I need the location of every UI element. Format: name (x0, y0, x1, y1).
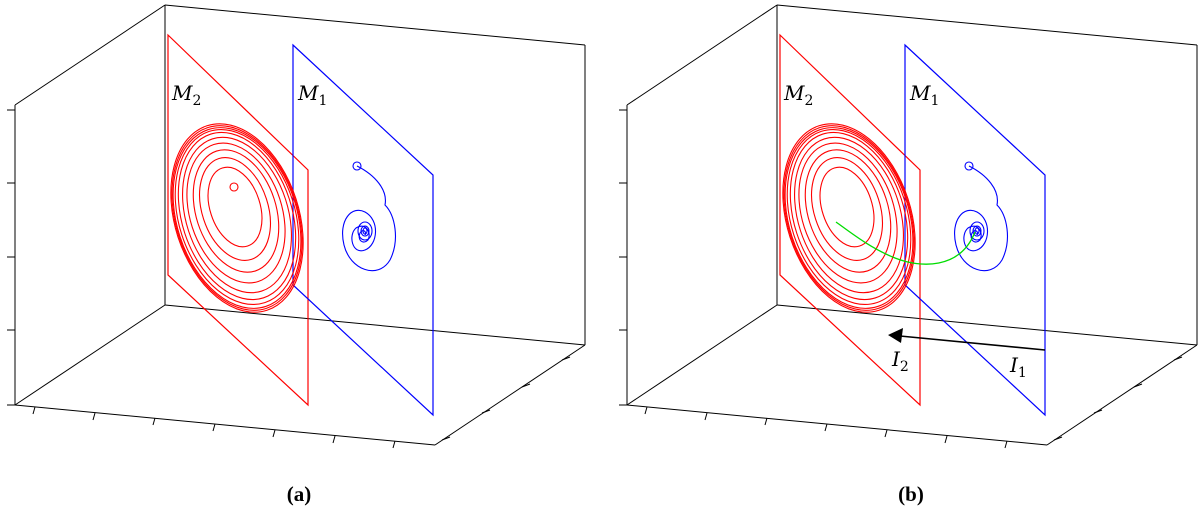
panel-b-blue-spiral (954, 161, 1008, 272)
panel-b-ticks (619, 109, 1183, 449)
panel-a-axes-box (14, 4, 586, 446)
panel-b-caption: (b) (898, 482, 924, 506)
panel-b-transition-curve (835, 221, 976, 265)
panel-b-manifold-2-label: M2 (783, 81, 813, 109)
panel-b-arrow-from-label: I1 (1009, 353, 1027, 381)
panel-b-arrow-to-label: I2 (891, 347, 909, 375)
panel-b-arrow (888, 328, 1046, 351)
panel-a-manifold-1-label: M1 (297, 81, 327, 109)
panel-a-red-spiral (170, 123, 304, 313)
panel-a-manifold-2-plane (167, 33, 309, 407)
panel-a: M2 M1 (a) (7, 4, 586, 506)
panel-b-manifold-1-label: M1 (909, 81, 939, 109)
panel-a-caption: (a) (287, 482, 312, 506)
panel-a-manifold-1-plane (292, 43, 434, 417)
panel-a-blue-spiral (342, 161, 396, 272)
panel-b-red-spiral (782, 123, 916, 313)
arrow-head-icon (888, 328, 903, 343)
panel-b-axes-box (626, 4, 1198, 446)
panel-a-manifold-2-label: M2 (171, 81, 201, 109)
panel-a-ticks (7, 109, 571, 449)
panel-b-manifold-2-plane (779, 33, 921, 407)
panel-b: M2 M1 I2 I1 (b) (619, 4, 1198, 506)
panel-b-manifold-1-plane (904, 43, 1046, 417)
